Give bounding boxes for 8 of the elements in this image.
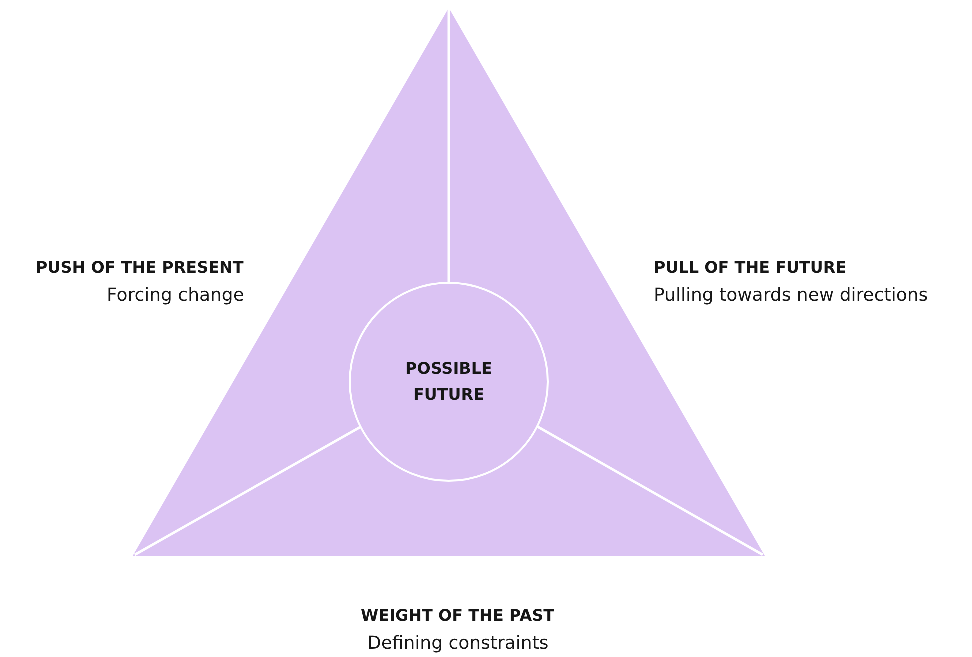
circle-label: POSSIBLE FUTURE — [404, 358, 494, 406]
force-heading: WEIGHT OF THE PAST — [361, 606, 555, 626]
force-description: Defining constraints — [368, 634, 549, 654]
force-description: Pulling towards new directions — [654, 286, 928, 306]
force-description: Forcing change — [107, 286, 244, 306]
force-heading: PULL OF THE FUTURE — [654, 258, 847, 278]
force-heading: PUSH OF THE PRESENT — [36, 258, 244, 278]
center-circle — [349, 282, 549, 482]
